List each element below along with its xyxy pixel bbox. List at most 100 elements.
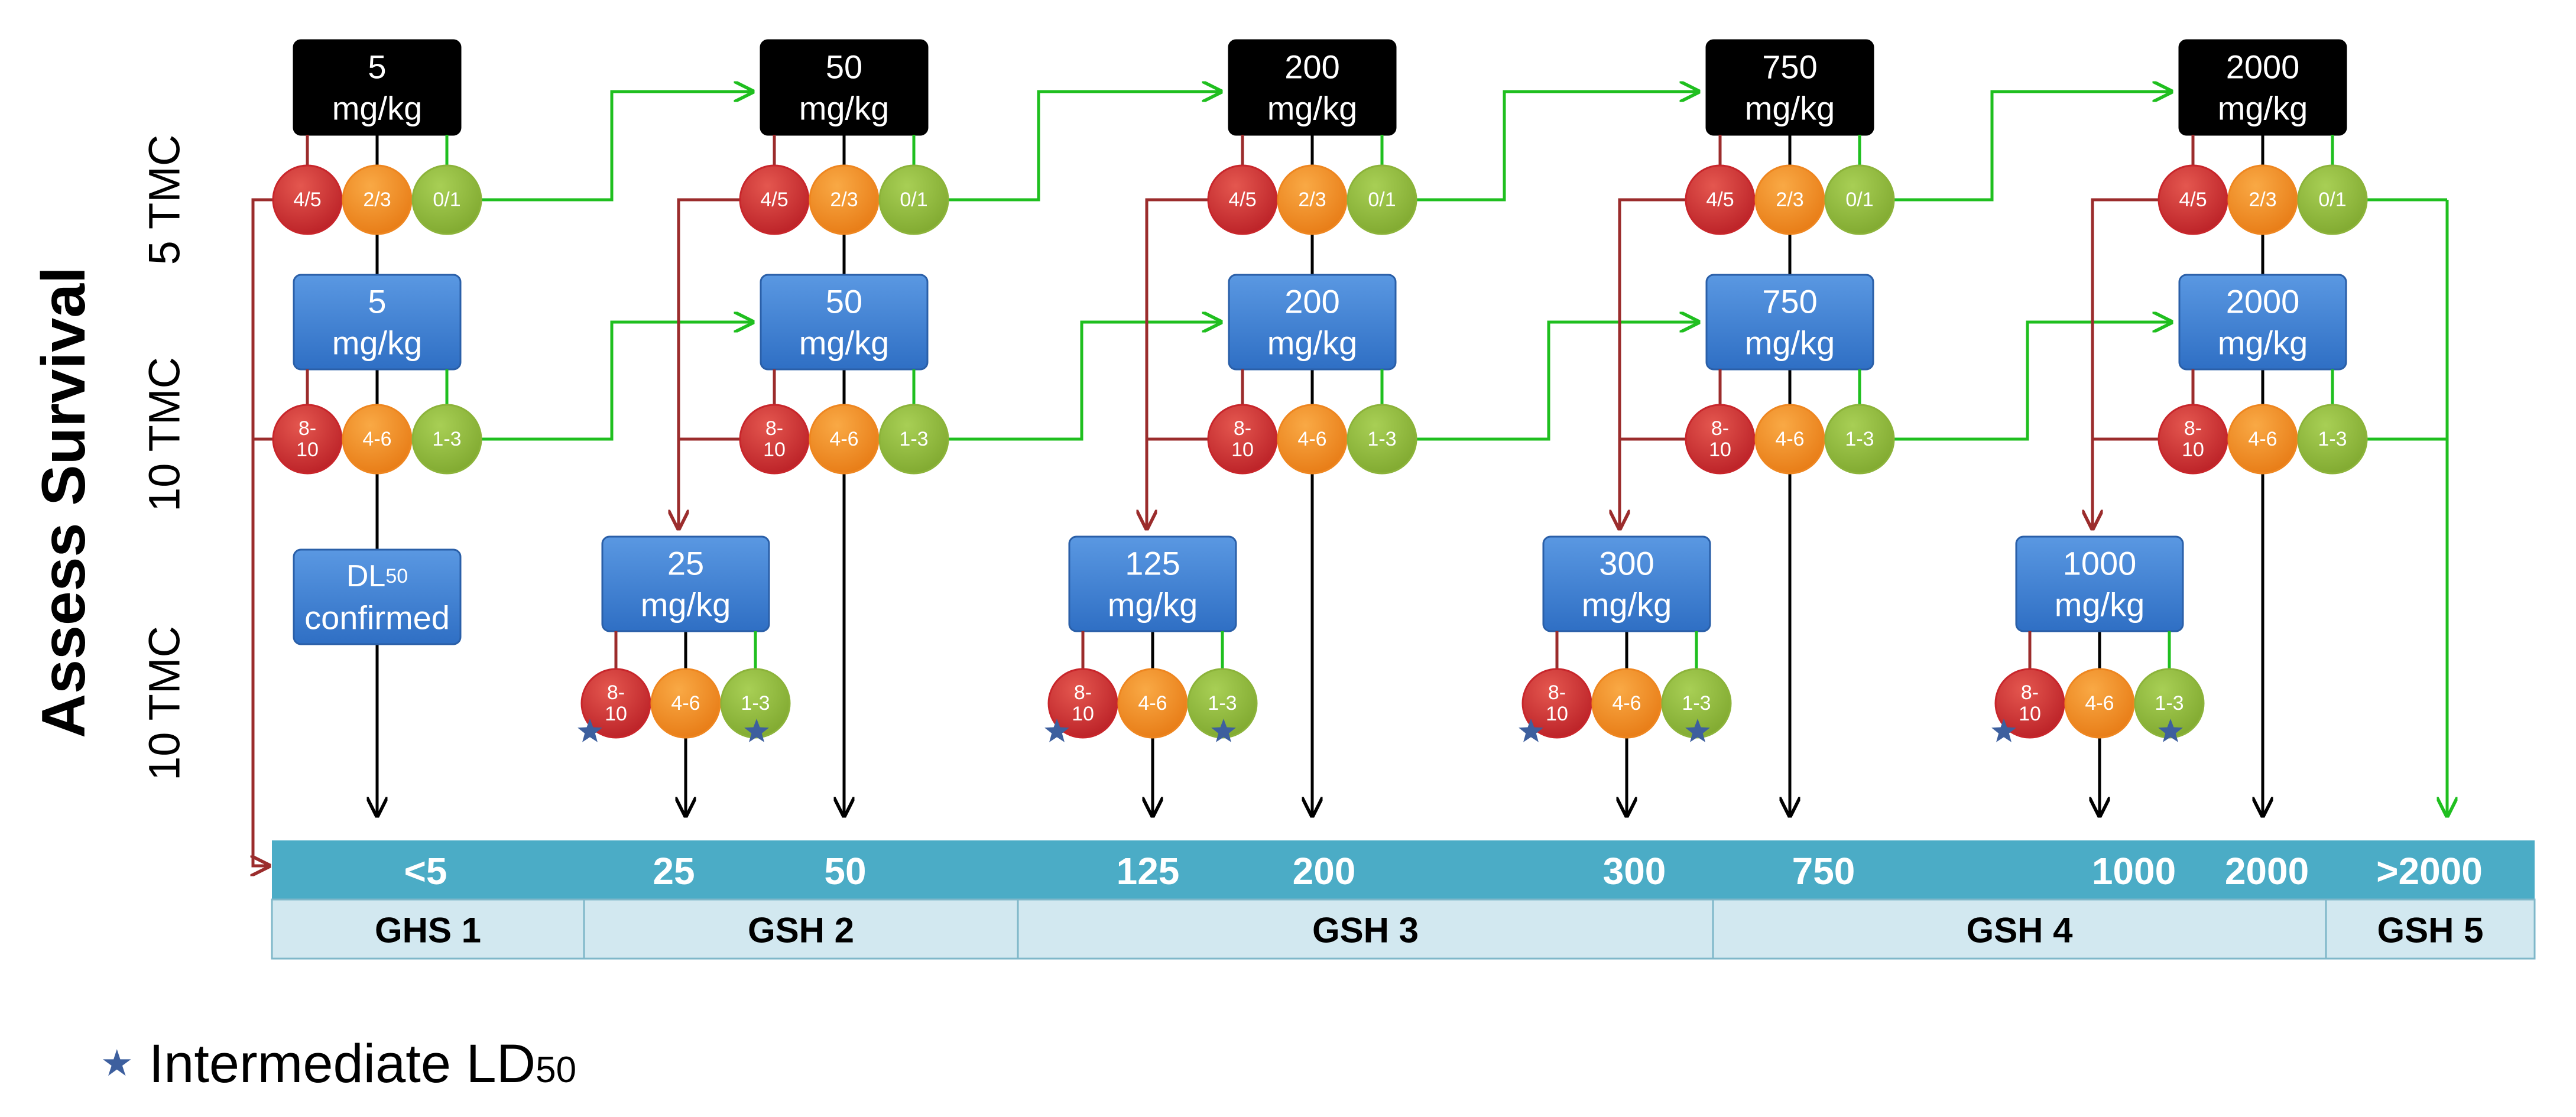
star-icon (1519, 719, 1543, 742)
orange-outcome-circle (1754, 404, 1825, 475)
outcome-label: 8- (1074, 681, 1092, 704)
outcome-label: 4/5 (760, 189, 788, 211)
outcome-label: 4/5 (293, 189, 321, 211)
red-outcome-circle (2158, 164, 2228, 235)
red-deescalation-arrow (253, 198, 273, 866)
orange-outcome-circle (1117, 668, 1188, 739)
dose-line: mg/kg (799, 90, 890, 127)
row-label-5-tmc: 5 TMC (140, 135, 189, 265)
dose-line: mg/kg (2055, 586, 2145, 624)
red-outcome-circle (2158, 404, 2228, 475)
dose-scale-bar (272, 840, 2535, 900)
outcome-label: 1-3 (1367, 428, 1396, 450)
dose-line: 5 (368, 48, 386, 86)
green-outcome-circle (411, 164, 482, 235)
scale-value: 2000 (2225, 850, 2309, 892)
dose-line: 50 (826, 283, 862, 320)
red-outcome-circle (1047, 668, 1118, 739)
green-escalation-arrow (481, 322, 752, 441)
outcome-label: 1-3 (2318, 428, 2347, 450)
legend: ★ Intermediate LD50 (100, 1028, 576, 1099)
outcome-label: 4-6 (1297, 428, 1326, 450)
outcome-label: 2/3 (2249, 189, 2276, 211)
outcome-label: 10 (296, 439, 319, 461)
dose-line: confirmed (304, 599, 450, 637)
outcome-label: 8- (2021, 681, 2039, 704)
dose-line: mg/kg (2218, 90, 2308, 127)
green-escalation-arrow (1894, 92, 2171, 202)
outcome-label: 4-6 (1138, 692, 1167, 715)
toxicity-category: GSH 2 (748, 911, 854, 950)
outcome-label: 10 (1072, 703, 1094, 725)
scale-value: 50 (824, 850, 866, 892)
dose-line: mg/kg (1267, 324, 1358, 362)
blue-dose-box (293, 274, 462, 371)
orange-outcome-circle (650, 668, 721, 739)
outcome-label: 10 (2182, 439, 2204, 461)
outcome-label: 10 (1231, 439, 1254, 461)
red-deescalation-arrow (2092, 198, 2159, 528)
scale-value: 750 (1792, 850, 1855, 892)
dose-line: mg/kg (1267, 90, 1358, 127)
outcome-label: 2/3 (363, 189, 391, 211)
outcome-label: 10 (605, 703, 627, 725)
outcome-label: 4-6 (2248, 428, 2277, 450)
outcome-label: 10 (763, 439, 786, 461)
scale-value: >2000 (2376, 850, 2483, 892)
toxicity-category: GSH 4 (1966, 911, 2073, 950)
blue-dose-box (1705, 274, 1874, 371)
legend-text: Intermediate LD (148, 1034, 536, 1094)
green-escalation-arrow (1416, 92, 1698, 202)
orange-outcome-circle (2227, 404, 2298, 475)
red-outcome-circle (1685, 164, 1756, 235)
green-outcome-circle (1347, 164, 1417, 235)
outcome-label: 4/5 (1228, 189, 1256, 211)
outcome-label: 8- (607, 681, 625, 704)
blue-dose-box (1068, 535, 1237, 632)
blue-dose-box (293, 548, 462, 645)
scale-value: 300 (1603, 850, 1666, 892)
red-deescalation-arrow (1147, 198, 1208, 528)
green-outcome-circle (1347, 404, 1417, 475)
outcome-label: 4-6 (1612, 692, 1641, 715)
green-escalation-arrow (1416, 322, 1698, 441)
red-outcome-circle (272, 404, 343, 475)
outcome-label: 2/3 (830, 189, 858, 211)
scale-value: 1000 (2092, 850, 2176, 892)
dose-line: mg/kg (332, 90, 423, 127)
outcome-label: 2/3 (1298, 189, 1326, 211)
red-outcome-circle (739, 164, 810, 235)
black-dose-box (1228, 39, 1397, 136)
green-escalation-arrow (1894, 322, 2171, 441)
outcome-label: 4-6 (829, 428, 858, 450)
dose-line: 200 (1284, 48, 1339, 86)
outcome-label: 10 (1709, 439, 1731, 461)
red-outcome-circle (1207, 404, 1278, 475)
star-icon: ★ (100, 1043, 134, 1084)
row-label-10-tmc: 10 TMC (140, 357, 189, 512)
outcome-label: 1-3 (899, 428, 928, 450)
green-outcome-circle (878, 164, 949, 235)
green-outcome-circle (878, 404, 949, 475)
dose-line: mg/kg (1745, 324, 1835, 362)
outcome-label: 10 (2019, 703, 2041, 725)
orange-outcome-circle (1591, 668, 1662, 739)
outcome-label: 8- (2184, 417, 2202, 440)
dose-line: 750 (1762, 48, 1817, 86)
